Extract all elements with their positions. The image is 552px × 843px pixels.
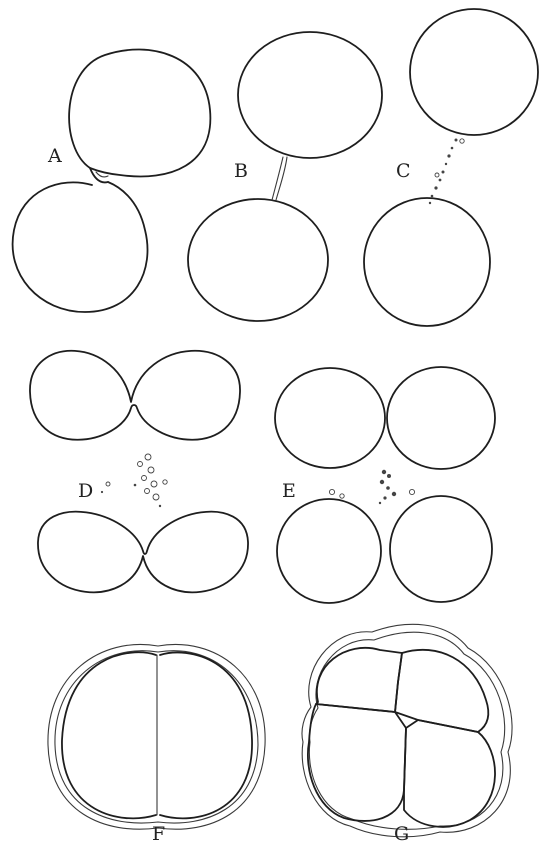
panel-g-cell-top-right xyxy=(395,650,488,732)
panel-c: C xyxy=(364,9,538,326)
panel-label-a: A xyxy=(47,145,62,167)
panel-e-cell-top-left xyxy=(275,368,385,468)
panel-c-upper-cell xyxy=(410,9,538,135)
panel-e: E xyxy=(275,367,495,603)
panel-label-f: F xyxy=(152,823,165,843)
panel-a: A xyxy=(13,50,211,312)
panel-g-cell-bottom-right xyxy=(404,720,495,827)
panel-b-upper-cell xyxy=(238,32,382,158)
panel-d: D xyxy=(30,351,248,593)
panel-g-cell-top-left xyxy=(316,648,402,712)
panel-g: G xyxy=(302,624,512,843)
panel-b: B xyxy=(188,32,382,321)
panel-e-granules xyxy=(329,470,414,504)
panel-f-cell-right xyxy=(160,652,252,818)
panel-label-d: D xyxy=(78,480,93,502)
panel-label-e: E xyxy=(282,480,296,502)
panel-e-cell-top-right xyxy=(387,367,495,469)
panel-c-lower-cell xyxy=(364,198,490,326)
panel-f: F xyxy=(48,644,265,843)
panel-e-cell-bottom-left xyxy=(277,499,381,603)
panel-b-lower-cell xyxy=(188,199,328,321)
panel-e-cell-bottom-right xyxy=(390,496,492,602)
panel-d-upper-pair xyxy=(30,351,240,440)
panel-a-upper-cell xyxy=(69,50,210,177)
panel-label-b: B xyxy=(234,160,248,182)
panel-c-granule-trail xyxy=(429,139,464,205)
panel-g-cell-bottom-left xyxy=(308,704,406,821)
panel-d-lower-pair xyxy=(38,512,248,593)
panel-f-cell-left xyxy=(62,652,156,818)
panel-d-granules xyxy=(101,454,167,507)
panel-label-g: G xyxy=(394,823,409,843)
panel-label-c: C xyxy=(396,160,411,182)
panel-a-lower-cell xyxy=(13,182,148,312)
